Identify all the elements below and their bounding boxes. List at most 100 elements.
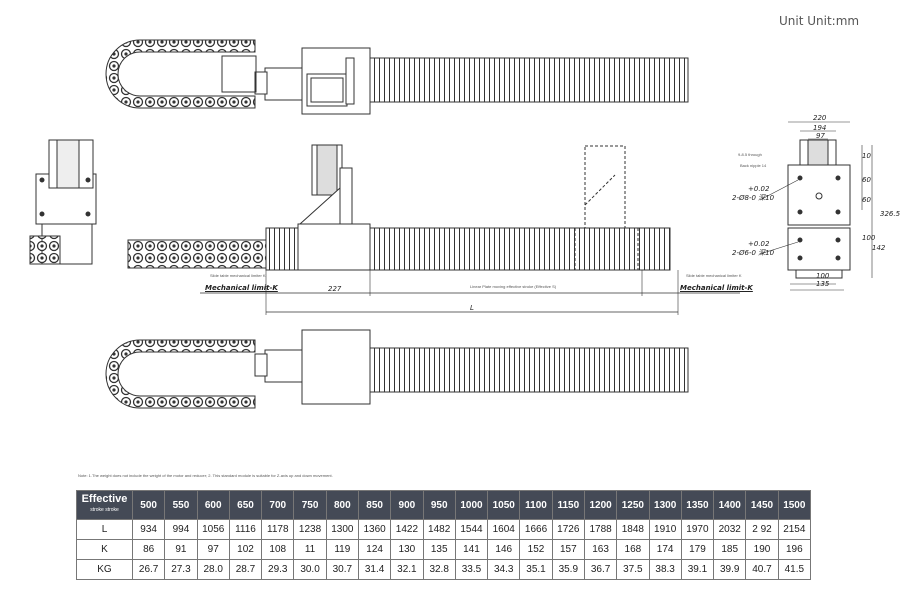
- right-side-view: [759, 121, 873, 291]
- dim-142: 142: [872, 244, 886, 252]
- mechanical-limit-left: Mechanical limit-K: [205, 284, 278, 292]
- table-cell: 1604: [487, 519, 521, 540]
- table-cell: 146: [487, 539, 521, 560]
- dimension-L: L: [470, 304, 474, 312]
- table-cell: 1178: [261, 519, 295, 540]
- table-cell: 28.0: [196, 559, 230, 580]
- table-cell: 33.5: [454, 559, 489, 580]
- dim-220: 220: [813, 114, 827, 122]
- stroke-header: 950: [422, 490, 456, 520]
- mechanical-limit-right: Mechanical limit-K: [680, 284, 753, 292]
- top-view: [105, 39, 689, 115]
- table-cell: 152: [519, 539, 553, 560]
- table-cell: 1116: [228, 519, 263, 540]
- table-cell: 39.1: [680, 559, 715, 580]
- stroke-header: 1500: [777, 490, 812, 520]
- table-cell: 1788: [583, 519, 618, 540]
- stroke-header: 550: [164, 490, 198, 520]
- stroke-header: 700: [261, 490, 295, 520]
- tolerance-2: +0.02: [748, 240, 770, 248]
- table-cell: 28.7: [228, 559, 263, 580]
- table-cell: 1056: [196, 519, 230, 540]
- dim-100b: 100: [816, 272, 830, 280]
- table-cell: 168: [616, 539, 650, 560]
- bottom-view: [105, 329, 689, 409]
- dim-100a: 100: [862, 234, 876, 242]
- stroke-header: 1350: [680, 490, 715, 520]
- stroke-header: 1100: [519, 490, 553, 520]
- table-cell: 35.9: [551, 559, 585, 580]
- left-end-view: [29, 139, 97, 265]
- table-cell: 27.3: [164, 559, 198, 580]
- table-cell: 31.4: [357, 559, 392, 580]
- table-cell: 1666: [519, 519, 553, 540]
- stroke-header: 1000: [454, 490, 489, 520]
- table-cell: 1726: [551, 519, 585, 540]
- table-cell: 174: [648, 539, 682, 560]
- table-cell: 124: [357, 539, 392, 560]
- stroke-header: 1450: [745, 490, 779, 520]
- hole-spec-1: 2-Ø8-0 深10: [732, 194, 775, 202]
- table-cell: 994: [164, 519, 198, 540]
- table-cell: 35.1: [519, 559, 553, 580]
- thread-note: 9-8.5 through: [738, 152, 762, 157]
- dim-326-5: 326.5: [880, 210, 901, 218]
- table-cell: 29.3: [261, 559, 295, 580]
- table-cell: 2 92: [745, 519, 779, 540]
- stroke-header: 1200: [583, 490, 618, 520]
- stroke-header: 850: [357, 490, 392, 520]
- table-cell: 97: [196, 539, 230, 560]
- unit-label: Unit Unit:mm: [779, 14, 860, 28]
- table-cell: 130: [390, 539, 424, 560]
- table-cell: 179: [680, 539, 715, 560]
- row-label: K: [76, 539, 133, 560]
- row-label: KG: [76, 559, 133, 580]
- stroke-header: 1400: [713, 490, 747, 520]
- dim-194: 194: [813, 124, 827, 132]
- stroke-header: 900: [390, 490, 424, 520]
- table-cell: 2154: [777, 519, 812, 540]
- table-cell: 119: [325, 539, 359, 560]
- dim-135: 135: [816, 280, 830, 288]
- table-cell: 38.3: [648, 559, 682, 580]
- table-cell: 1300: [325, 519, 359, 540]
- stroke-header: 1250: [616, 490, 650, 520]
- table-cell: 2032: [713, 519, 747, 540]
- stroke-header: 600: [196, 490, 230, 520]
- table-cell: 34.3: [487, 559, 521, 580]
- table-cell: 190: [745, 539, 779, 560]
- table-cell: 32.8: [422, 559, 456, 580]
- table-cell: 102: [228, 539, 263, 560]
- table-cell: 39.9: [713, 559, 747, 580]
- stroke-header: 650: [228, 490, 263, 520]
- table-cell: 41.5: [777, 559, 812, 580]
- dimension-227: 227: [328, 285, 342, 293]
- stroke-header: 750: [293, 490, 327, 520]
- table-cell: 30.0: [293, 559, 327, 580]
- table-cell: 30.7: [325, 559, 359, 580]
- counterbore-note: Back nipple 14: [740, 163, 767, 168]
- table-cell: 36.7: [583, 559, 618, 580]
- table-cell: 934: [131, 519, 166, 540]
- table-cell: 32.1: [390, 559, 424, 580]
- stroke-header: 800: [325, 490, 359, 520]
- table-cell: 1238: [293, 519, 327, 540]
- row-label: L: [76, 519, 133, 540]
- small-label-right: Slide table mechanical limiter K: [686, 273, 742, 278]
- table-cell: 86: [131, 539, 166, 560]
- table-cell: 1544: [454, 519, 489, 540]
- stroke-header: 1050: [487, 490, 521, 520]
- table-cell: 37.5: [616, 559, 650, 580]
- table-cell: 40.7: [745, 559, 779, 580]
- table-cell: 1422: [390, 519, 424, 540]
- tolerance-1: +0.02: [748, 185, 770, 193]
- dim-10: 10: [862, 152, 871, 160]
- hole-spec-2: 2-Ø6-0 深10: [732, 249, 775, 257]
- table-cell: 141: [454, 539, 489, 560]
- table-cell: 135: [422, 539, 456, 560]
